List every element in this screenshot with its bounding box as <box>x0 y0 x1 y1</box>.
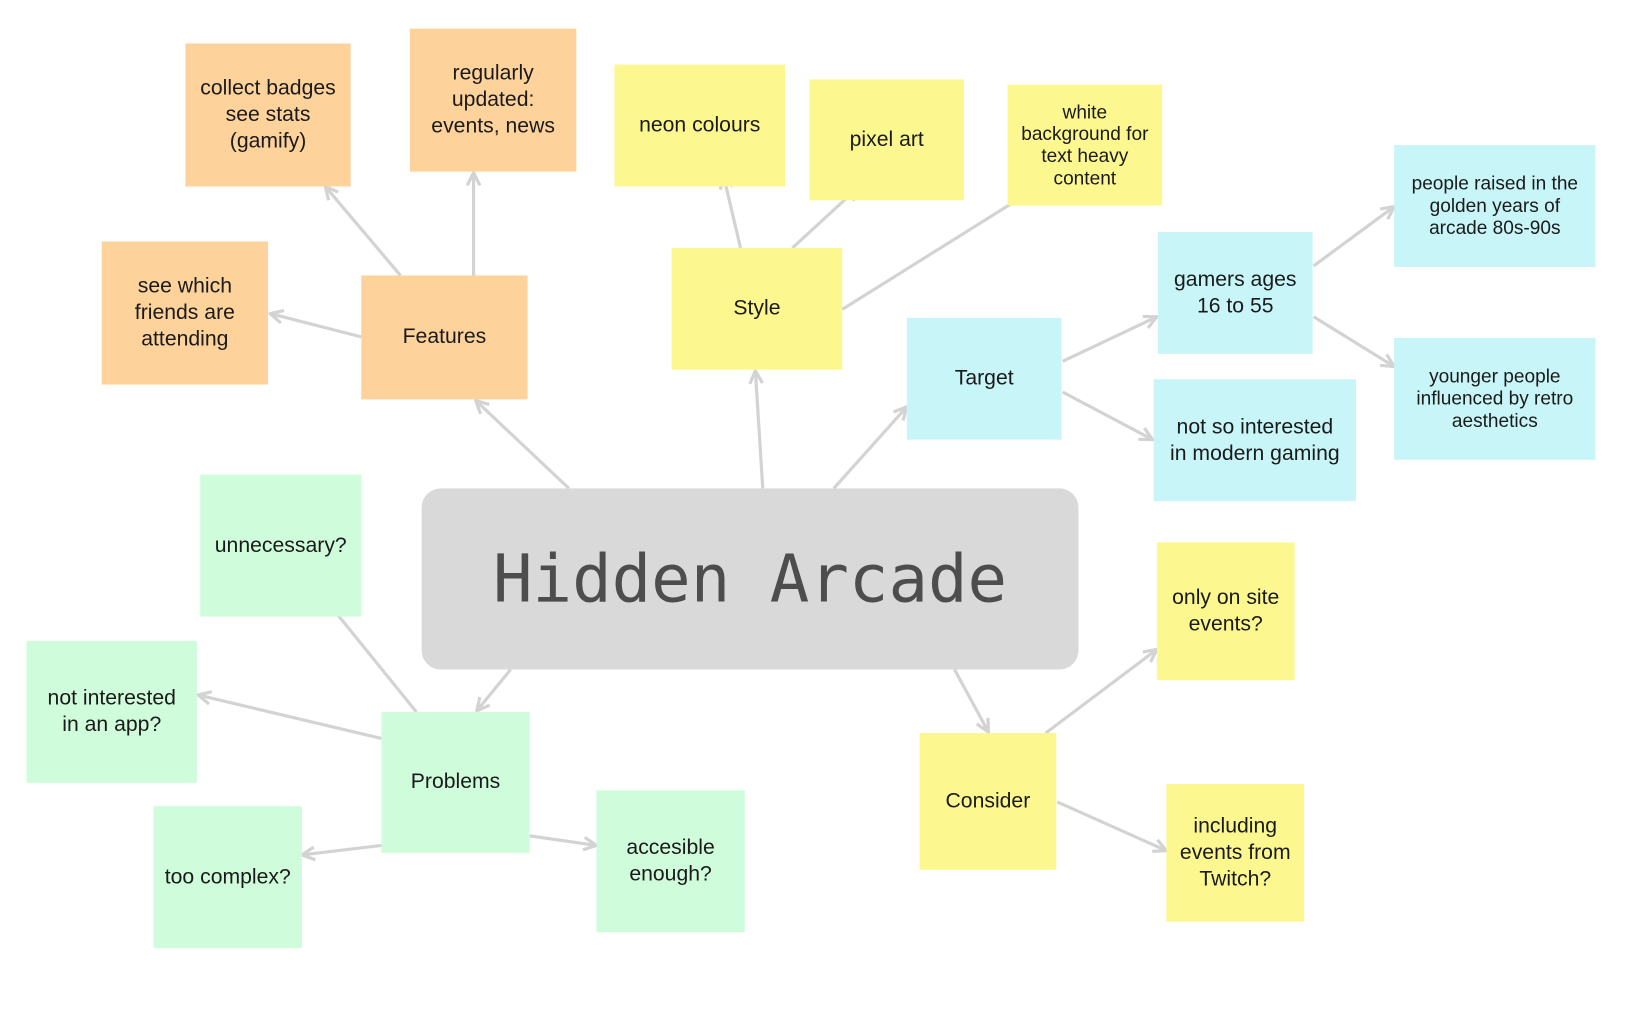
arrow-style-white <box>841 188 1037 311</box>
arrow-center-problems <box>477 668 512 711</box>
arrow-problems-complex <box>302 843 382 855</box>
note-collect-badges[interactable]: collect badges see stats (gamify) <box>185 43 351 187</box>
arrow-center-target <box>832 407 907 490</box>
arrow-center-style <box>755 371 765 489</box>
arrow-style-neon <box>724 176 743 249</box>
arrow-gamers-younger <box>1312 315 1395 367</box>
node-problems[interactable]: Problems <box>381 711 530 853</box>
note-unnecessary[interactable]: unnecessary? <box>200 474 362 617</box>
node-features[interactable]: Features <box>361 275 528 400</box>
note-accesible[interactable]: accesible enough? <box>596 790 745 933</box>
arrow-features-badges <box>325 186 402 277</box>
node-consider[interactable]: Consider <box>919 733 1057 870</box>
note-people-raised[interactable]: people raised in the golden years of arc… <box>1394 145 1596 267</box>
node-style[interactable]: Style <box>671 247 843 370</box>
note-only-on-site[interactable]: only on site events? <box>1156 542 1295 681</box>
note-pixel-art[interactable]: pixel art <box>809 79 965 201</box>
node-target[interactable]: Target <box>906 317 1062 440</box>
arrow-consider-onsite <box>1044 649 1157 735</box>
note-see-friends[interactable]: see which friends are attending <box>101 241 269 385</box>
note-gamers-ages[interactable]: gamers ages 16 to 55 <box>1157 232 1313 354</box>
note-not-interested-app[interactable]: not interested in an app? <box>26 640 198 783</box>
note-regularly-updated[interactable]: regularly updated: events, news <box>409 28 577 172</box>
note-neon-colours[interactable]: neon colours <box>614 64 786 187</box>
note-white-background[interactable]: white background for text heavy content <box>1007 84 1163 206</box>
note-twitch-events[interactable]: including events from Twitch? <box>1166 783 1305 922</box>
arrow-center-features <box>476 400 570 490</box>
note-too-complex[interactable]: too complex? <box>153 806 302 949</box>
note-younger-people[interactable]: younger people influenced by retro aesth… <box>1394 337 1596 460</box>
arrow-consider-twitch <box>1056 800 1166 851</box>
arrow-problems-app <box>198 695 382 740</box>
arrow-target-notso <box>1061 390 1153 440</box>
arrow-problems-accesible <box>529 834 597 846</box>
note-not-so-interested[interactable]: not so interested in modern gaming <box>1153 379 1357 502</box>
arrow-gamers-people <box>1312 207 1395 268</box>
arrow-problems-unnecessary <box>326 601 418 713</box>
arrow-target-gamers <box>1061 317 1157 363</box>
arrow-center-consider <box>953 668 989 733</box>
central-topic[interactable]: Hidden Arcade <box>421 488 1079 670</box>
arrow-features-friends <box>270 314 362 339</box>
